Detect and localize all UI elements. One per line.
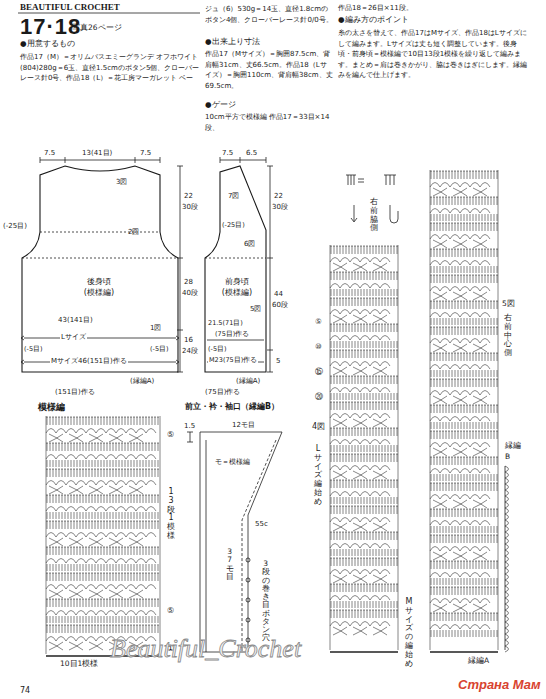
chart-ref: 5図 (502, 300, 515, 309)
edging-label: (縁編A) (130, 377, 154, 385)
row-number: ⑤ (315, 318, 322, 327)
section-head: ●編み方のポイント (338, 16, 409, 25)
size-label: Lサイズ (60, 333, 87, 341)
stitch-chart (430, 170, 498, 650)
chart-ref: 7図 (228, 192, 239, 200)
watermark: Beautiful_Crochet (110, 634, 301, 664)
dimension-label: 22 (184, 192, 193, 200)
dimension-label: 16 (184, 336, 193, 344)
dimension-line (40, 157, 160, 163)
dimension-line (267, 166, 273, 372)
row-count: 60段 (272, 301, 288, 309)
row-number: ⑩ (315, 343, 322, 352)
dimension-label: 28 (184, 278, 193, 286)
decrease-label: (-25目) (3, 222, 27, 230)
page-ref: 写真26ページ (72, 24, 122, 33)
dimension-label: 37モ目 (226, 548, 234, 581)
start-label: Lサイズ編始め (314, 445, 322, 507)
piece-name: 後身頃 (87, 276, 111, 287)
dimension-label: 21.5(71目) (208, 320, 243, 327)
chart-ref: 6図 (244, 240, 255, 248)
decrease-label: (-5目) (24, 346, 43, 353)
size-label: Mサイズ46(151目)作る (50, 357, 128, 365)
stitch-chart (330, 245, 398, 650)
edging-b-stitches (505, 466, 509, 652)
side-label: 右前脇側 (370, 198, 378, 233)
page-number: 74 (20, 686, 30, 695)
row-number: ⑤ (167, 430, 174, 439)
row-count: 24段 (182, 347, 198, 355)
chart-ref: 4図 (312, 422, 325, 431)
chart-ref: 1図 (150, 324, 161, 332)
chart-ref: 2図 (128, 228, 139, 236)
row-count: 40段 (182, 289, 198, 297)
dimension-label: 22 (274, 192, 283, 200)
dimension-label: 7.5 (44, 149, 55, 157)
size-label: M23(75目)作る (208, 357, 258, 364)
note-text: 10cm平方で模様編 作品17＝33目×14段、 (205, 112, 333, 133)
row-number: ⑮ (315, 368, 323, 377)
dimension-label: 43(141目) (58, 316, 93, 324)
note-text: モ＝模様編 (215, 458, 250, 466)
watermark: Страна Мам (458, 678, 541, 693)
start-label: Mサイズの編始め (405, 598, 413, 668)
front-band-inner (242, 440, 276, 652)
note-text: 糸の太さを替えて、作品17はMサイズ、作品18はLサイズにして編みます。Lサイズ… (338, 28, 528, 81)
row-number: ⑳ (315, 393, 323, 402)
size-label: (75目)作る (214, 331, 250, 338)
edging-label: 縁編B (505, 440, 521, 463)
stitch-chart (46, 416, 160, 654)
chart-title: 前立・衿・袖口（縁編B） (185, 402, 279, 411)
buttonhole-note: 3段の巻き目ボタン穴 (262, 560, 270, 643)
note-text: 作品18＝26目×11段。 (338, 4, 413, 12)
row-count: 30段 (182, 203, 198, 211)
dimension-label: 7.5 (140, 149, 151, 157)
section-head: ●用意するもの (20, 40, 75, 49)
edging-label: (縁編A) (236, 377, 260, 385)
piece-name: (模様編) (222, 287, 252, 298)
section-head: ●出来上り寸法 (205, 38, 260, 47)
dimension-label: 55c (255, 520, 268, 528)
cast-on-label: (75目)作る (205, 388, 240, 396)
chart-ref: 3図 (116, 178, 127, 186)
repeat-label: 10目1模様 (60, 660, 98, 669)
dimension-line (187, 432, 193, 442)
magazine-title: BEAUTIFUL CROCHET (20, 2, 120, 12)
dimension-label: 1.5 (184, 422, 195, 430)
piece-text: 後身頃(模様編) (18, 276, 180, 298)
row-count: 30段 (272, 203, 288, 211)
side-label: 右前中心側 (504, 314, 512, 358)
section-head: ●ゲージ (205, 101, 236, 110)
chart-title: 模様編 (38, 402, 65, 412)
note-text: ジュ（6）530g＝14玉、直径1.8cmのボタン4個、クローバーレース針0/0… (205, 4, 333, 25)
piece-outline (205, 166, 266, 372)
dimension-label: 12モ目 (232, 421, 255, 429)
decrease-label: (-5目) (150, 346, 169, 353)
decrease-label: (-25目) (222, 222, 245, 229)
header-rule (18, 13, 200, 14)
dimension-label: 5 (276, 357, 280, 365)
dimension-label: 7.5 (222, 149, 233, 157)
piece-outline (22, 166, 178, 372)
section-line (205, 258, 266, 259)
front-band-outline (200, 432, 282, 652)
dimension-label: 13(41目) (82, 149, 112, 157)
section-line (22, 232, 178, 258)
piece-text: 前身頃(模様編) (200, 276, 274, 298)
dimension-label: 6.5 (246, 149, 257, 157)
repeat-label: 13段1模様 (167, 488, 175, 541)
decrease-label: (-5目) (208, 346, 227, 353)
dimension-label: 44 (274, 290, 283, 298)
chart-ref: 5図 (250, 305, 261, 313)
cast-on-label: (151目)作る (55, 388, 95, 396)
edging-label: 縁編A (468, 657, 489, 666)
piece-name: (模様編) (84, 287, 114, 298)
note-text: 作品17（M）＝オリムパスエミーグランデ オフホワイト(804)280g＝6玉、… (20, 52, 200, 84)
buttonholes (246, 558, 250, 642)
row-number: ⑤ (167, 606, 174, 615)
piece-name: 前身頃 (225, 276, 249, 287)
note-text: 作品17（Mサイズ）＝胸囲87.5cm、背肩幅31cm、丈66.5cm。作品18… (205, 49, 333, 91)
dimension-line (220, 157, 266, 163)
